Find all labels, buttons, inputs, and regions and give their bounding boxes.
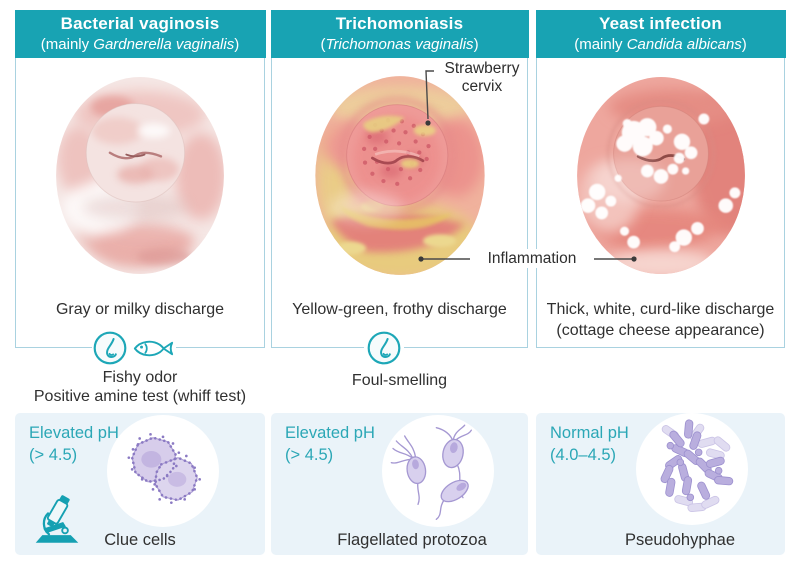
column-subtitle: (Trichomonas vaginalis)	[320, 35, 479, 53]
microscopy-view-clue-cells	[107, 415, 219, 527]
microscopy-label: Flagellated protozoa	[337, 531, 487, 549]
ph-value: Normal pH (4.0–4.5)	[550, 424, 629, 464]
column-trichomoniasis: Trichomoniasis (Trichomonas vaginalis)	[270, 9, 529, 348]
divider	[176, 346, 265, 348]
column-yeast-infection: Yeast infection (mainly Candida albicans…	[535, 9, 786, 348]
column-subtitle: (mainly Gardnerella vaginalis)	[40, 35, 240, 53]
odor-description-trich: Foul-smelling	[351, 372, 448, 389]
microscopy-label: Pseudohyphae	[624, 531, 736, 549]
cervix-illustration-trich	[285, 61, 515, 291]
lab-panel-trich: Elevated pH (> 4.5)	[271, 413, 528, 555]
header-bacterial-vaginosis: Bacterial vaginosis (mainly Gardnerella …	[14, 9, 266, 58]
cervix-illustration-bv	[26, 61, 254, 291]
nose-smell-icon	[92, 330, 128, 366]
column-bacterial-vaginosis: Bacterial vaginosis (mainly Gardnerella …	[14, 9, 266, 348]
discharge-description: Gray or milky discharge	[55, 301, 225, 318]
header-yeast-infection: Yeast infection (mainly Candida albicans…	[535, 9, 786, 58]
divider	[271, 346, 364, 348]
microscopy-view-pseudohyphae	[636, 413, 748, 525]
divider	[15, 346, 92, 348]
cervix-illustration-yeast	[547, 61, 775, 291]
column-title: Trichomoniasis	[335, 14, 464, 34]
column-subtitle: (mainly Candida albicans)	[574, 35, 747, 53]
microscope-icon	[31, 493, 83, 549]
column-title: Bacterial vaginosis	[60, 14, 220, 34]
microscopy-label: Clue cells	[104, 531, 176, 549]
header-trichomoniasis: Trichomoniasis (Trichomonas vaginalis)	[270, 9, 529, 58]
odor-description-bv: Fishy odor Positive amine test (whiff te…	[33, 369, 247, 405]
nose-smell-icon	[366, 330, 402, 366]
ph-value: Elevated pH (> 4.5)	[29, 424, 119, 464]
microscopy-view-protozoa	[382, 415, 494, 527]
pseudohyphae-illustration	[660, 419, 734, 512]
lab-panel-yeast: Normal pH (4.0–4.5)	[536, 413, 785, 555]
lab-panel-bv: Elevated pH (> 4.5) Clue cells	[15, 413, 265, 555]
column-title: Yeast infection	[599, 14, 722, 34]
discharge-description: Yellow-green, frothy discharge	[292, 301, 507, 318]
flagellated-protozoa-illustration	[390, 424, 473, 520]
divider	[404, 346, 528, 348]
discharge-description: Thick, white, curd-like discharge (cotta…	[546, 301, 775, 339]
fish-icon	[131, 335, 175, 362]
clue-cells-illustration	[127, 433, 201, 504]
ph-value: Elevated pH (> 4.5)	[285, 424, 375, 464]
